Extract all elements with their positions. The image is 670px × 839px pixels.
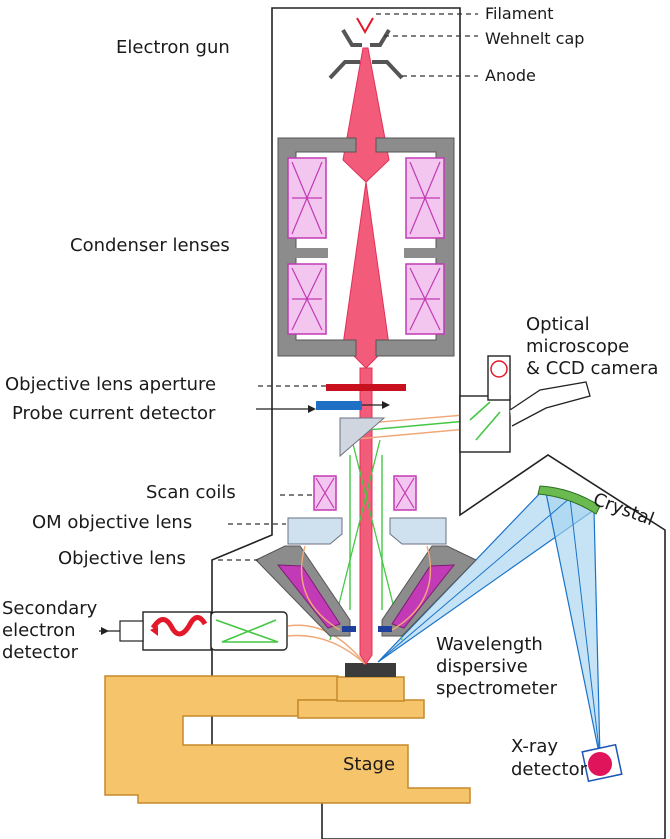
om-mirror [339, 417, 386, 458]
label-wehnelt-cap: Wehnelt cap [485, 29, 584, 48]
label-sed-1: Secondary [2, 598, 98, 619]
label-optical-2: microscope [526, 336, 629, 357]
condenser-lens-right [375, 137, 455, 357]
xray-detector [581, 743, 623, 783]
label-optical-3: & CCD camera [526, 358, 658, 379]
label-sed-3: detector [2, 642, 79, 663]
probe-current-detector [316, 401, 390, 410]
label-electron-gun: Electron gun [116, 37, 230, 58]
label-xray-2: detector [511, 759, 588, 780]
labels: Filament Wehnelt cap Anode Electron gun … [2, 4, 658, 780]
label-objective-lens-aperture: Objective lens aperture [5, 374, 216, 395]
objective-lens [255, 545, 477, 637]
label-scan-coils: Scan coils [146, 482, 236, 503]
label-wds-3: spectrometer [436, 678, 558, 699]
label-objective-lens: Objective lens [58, 548, 186, 569]
leader-lines [218, 13, 478, 561]
label-xray-1: X-ray [511, 736, 558, 757]
leader-arrows [256, 405, 316, 413]
scan-coils [313, 475, 417, 511]
label-anode: Anode [485, 66, 536, 85]
label-condenser-lenses: Condenser lenses [70, 235, 230, 256]
label-sed-2: electron [2, 620, 76, 641]
label-filament: Filament [485, 4, 554, 23]
label-stage: Stage [343, 754, 395, 775]
label-wds-2: dispersive [436, 656, 528, 677]
objective-lens-aperture [326, 384, 406, 391]
label-optical-1: Optical [526, 314, 590, 335]
om-objective-lens [287, 517, 447, 545]
label-wds-1: Wavelength [436, 634, 543, 655]
secondary-electron-detector [99, 611, 288, 651]
label-om-objective-lens: OM objective lens [32, 512, 192, 533]
stage [104, 663, 471, 804]
electron-gun [328, 17, 404, 80]
crystal [537, 485, 601, 515]
condenser-lens-left [277, 137, 357, 357]
optical-microscope [459, 355, 591, 453]
label-probe-current-detector: Probe current detector [12, 403, 216, 424]
